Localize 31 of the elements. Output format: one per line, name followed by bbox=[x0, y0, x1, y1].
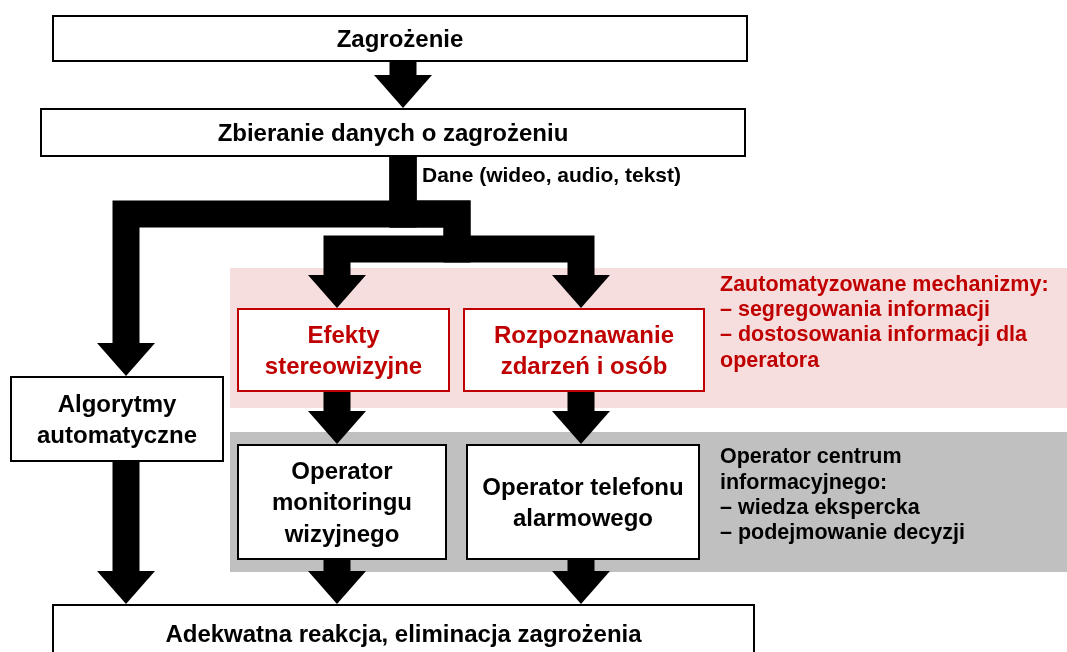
process-box bbox=[466, 444, 700, 560]
process-box bbox=[52, 15, 748, 62]
arrow bbox=[552, 560, 610, 604]
box-text: Efekty stereowizyjne bbox=[263, 319, 424, 381]
box-text: Zbieranie danych o zagrożeniu bbox=[217, 117, 569, 148]
bullet-text: – podejmowanie decyzji bbox=[720, 520, 966, 546]
process-box bbox=[52, 604, 755, 652]
group-band bbox=[230, 432, 1067, 572]
arrow bbox=[308, 560, 366, 604]
process-box bbox=[10, 376, 224, 462]
arrow bbox=[97, 462, 155, 604]
box-text: Operator telefonu alarmowego bbox=[481, 471, 685, 533]
box-text: Operator monitoringu wizyjnego bbox=[271, 456, 413, 549]
arrow bbox=[552, 392, 610, 444]
arrow bbox=[389, 157, 610, 308]
arrow bbox=[308, 392, 366, 444]
box-text: Zagrożenie bbox=[336, 23, 464, 54]
process-box bbox=[463, 308, 705, 392]
process-box bbox=[40, 108, 746, 157]
box-text: Rozpoznawanie zdarzeń i osób bbox=[493, 319, 675, 381]
bullet-text: – dostosowania informacji dla operatora bbox=[720, 322, 1029, 374]
group-heading: Zautomatyzowane mechanizmy: bbox=[720, 272, 1050, 298]
box-text: Algorytmy automatyczne bbox=[35, 388, 198, 450]
bullet-text: – segregowania informacji bbox=[720, 297, 992, 323]
group-heading: Operator centrum informacyjnego: bbox=[720, 444, 903, 496]
arrow bbox=[374, 62, 432, 108]
box-text: Adekwatna reakcja, eliminacja zagrożenia bbox=[165, 619, 642, 650]
process-box bbox=[237, 308, 450, 392]
process-box bbox=[237, 444, 447, 560]
bullet-text: – wiedza ekspercka bbox=[720, 495, 921, 521]
group-band bbox=[230, 268, 1067, 408]
